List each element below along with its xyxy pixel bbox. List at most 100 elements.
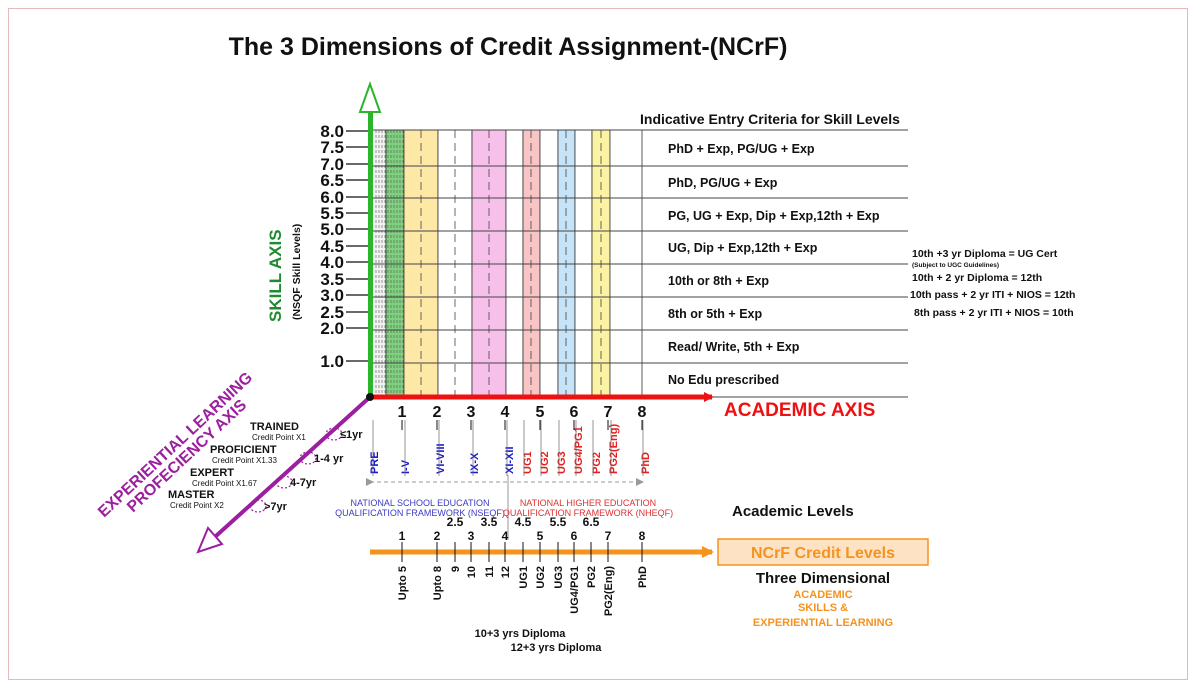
nheqf-label-1: NATIONAL HIGHER EDUCATION: [520, 498, 656, 508]
skill-axis-label: SKILL AXIS: [266, 229, 285, 322]
diploma-label-1: 10+3 yrs Diploma: [475, 628, 567, 640]
credit-tick-label: 3.5: [481, 515, 498, 529]
credit-bottom-label: 10: [466, 566, 478, 578]
credit-tick-label: 6.5: [583, 515, 600, 529]
credit-tick-label: 8: [639, 529, 646, 543]
skill-tick-label: 7.0: [320, 155, 344, 174]
credit-tick-label: 1: [399, 529, 406, 543]
academic-tick-labels: 1 2 3 4 5 6 7 8: [398, 404, 647, 430]
credit-bottom-label: UG1: [518, 566, 530, 589]
skill-axis-sublabel: (NSQF Skill Levels): [291, 224, 303, 320]
credit-bottom-label: PhD: [637, 566, 649, 588]
credit-bottom-labels: Upto 5 Upto 8 9 10 11 12 UG1 UG2 UG3 UG4/PG1 PG2 PG…: [397, 566, 649, 616]
experiential-level-credit: Credit Point X2: [170, 501, 224, 510]
entry-criteria-row: Read/ Write, 5th + Exp: [668, 340, 800, 354]
credit-axis-label: NCrF Credit Levels: [751, 545, 895, 562]
outer-frame: [8, 8, 1188, 680]
experiential-level-marker: [299, 451, 317, 465]
experiential-level-name: TRAINED: [250, 421, 299, 433]
academic-tick-label: 2: [433, 404, 442, 421]
nsqf-label-2: QUALIFICATION FRAMEWORK (NSEQF): [335, 508, 505, 518]
nsqf-label-1: NATIONAL SCHOOL EDUCATION: [350, 498, 489, 508]
experiential-level-years: ≤1yr: [340, 429, 363, 441]
academic-column-label: PhD: [640, 452, 652, 474]
diploma-label-2: 12+3 yrs Diploma: [511, 642, 603, 654]
academic-tick-label: 4: [501, 404, 510, 421]
academic-tick-label: 3: [467, 404, 476, 421]
entry-criteria-row: PhD, PG/UG + Exp: [668, 176, 778, 190]
three-dimensional-title: Three Dimensional: [756, 570, 890, 587]
credit-tick-label: 6: [571, 529, 578, 543]
credit-bottom-label: Upto 5: [397, 566, 409, 600]
academic-tick-label: 6: [570, 404, 579, 421]
framework-brace: [366, 475, 644, 540]
credit-tick-label: 5.5: [550, 515, 567, 529]
credit-bottom-label: UG2: [535, 566, 547, 589]
entry-criteria-row: 10th or 8th + Exp: [668, 274, 769, 288]
experiential-level-credit: Credit Point X1.67: [192, 479, 257, 488]
skill-tick-labels: 8.07.57.06.56.05.55.04.54.03.53.02.52.01…: [320, 122, 372, 371]
academic-column-label: PRE: [369, 451, 381, 474]
nheqf-label-2: QUALIFICATION FRAMEWORK (NHEQF): [503, 508, 673, 518]
academic-column-label: UG1: [522, 451, 534, 474]
credit-tick-label: 4.5: [515, 515, 532, 529]
skill-tick-label: 3.5: [320, 270, 344, 289]
side-note-5: 8th pass + 2 yr ITI + NIOS = 10th: [914, 307, 1074, 319]
column-band-7: [539, 129, 559, 398]
academic-column-label: VI-VIII: [435, 443, 447, 474]
entry-criteria-row: No Edu prescribed: [668, 373, 779, 387]
experiential-level-credit: Credit Point X1.33: [212, 456, 277, 465]
credit-tick-label: 5: [537, 529, 544, 543]
skill-tick-label: 4.5: [320, 237, 344, 256]
academic-axis-label: ACADEMIC AXIS: [724, 400, 875, 421]
entry-criteria-heading: Indicative Entry Criteria for Skill Leve…: [640, 111, 900, 127]
experiential-level-marker: [325, 427, 343, 441]
skill-tick-label: 3.0: [320, 286, 344, 305]
skill-tick-label: 6.0: [320, 188, 344, 207]
credit-bottom-label: 11: [484, 566, 496, 578]
experiential-level-name: MASTER: [168, 489, 215, 501]
skill-tick-label: 2.5: [320, 303, 344, 322]
credit-tick-label: 3: [468, 529, 475, 543]
credit-tick-label: 2: [434, 529, 441, 543]
side-note-1: 10th +3 yr Diploma = UG Cert: [912, 248, 1058, 260]
credit-bottom-label: UG4/PG1: [569, 566, 581, 614]
side-note-3: 10th + 2 yr Diploma = 12th: [912, 272, 1042, 284]
experiential-level-years: 4-7yr: [290, 477, 317, 489]
side-note-2: (Subject to UGC Guidelines): [912, 262, 999, 269]
skill-tick-label: 8.0: [320, 122, 344, 141]
column-band-1: [385, 129, 405, 398]
origin-dot: [366, 393, 374, 401]
credit-tick-label: 7: [605, 529, 612, 543]
skill-axis-arrow: [358, 81, 382, 398]
credit-bottom-label: PG2(Eng): [603, 566, 615, 616]
entry-criteria-row: 8th or 5th + Exp: [668, 307, 762, 321]
experiential-level-marker: [275, 475, 293, 489]
academic-column-label: UG3: [556, 451, 568, 474]
academic-columns: [371, 129, 643, 398]
credit-bottom-label: 12: [500, 566, 512, 578]
entry-criteria-row: PG, UG + Exp, Dip + Exp,12th + Exp: [668, 209, 880, 223]
column-band-8: [557, 129, 576, 398]
skill-tick-label: 1.0: [320, 352, 344, 371]
credit-bottom-label: UG3: [553, 566, 565, 589]
credit-bottom-label: 9: [450, 566, 462, 572]
experiential-level-name: PROFICIENT: [210, 444, 277, 456]
academic-tick-label: 7: [604, 404, 613, 421]
column-band-9: [574, 129, 593, 398]
three-dimensional-line-1: ACADEMIC: [793, 589, 852, 601]
credit-bottom-label: Upto 8: [432, 566, 444, 600]
entry-criteria-row: UG, Dip + Exp,12th + Exp: [668, 241, 818, 255]
academic-tick-label: 8: [638, 404, 647, 421]
academic-tick-label: 1: [398, 404, 407, 421]
credit-bottom-label: PG2: [586, 566, 598, 588]
academic-tick-label: 5: [536, 404, 545, 421]
experiential-axis-arrow: [196, 395, 372, 554]
credit-tick-label: 2.5: [447, 515, 464, 529]
academic-column-label: I-V: [400, 459, 412, 474]
experiential-level-name: EXPERT: [190, 467, 234, 479]
